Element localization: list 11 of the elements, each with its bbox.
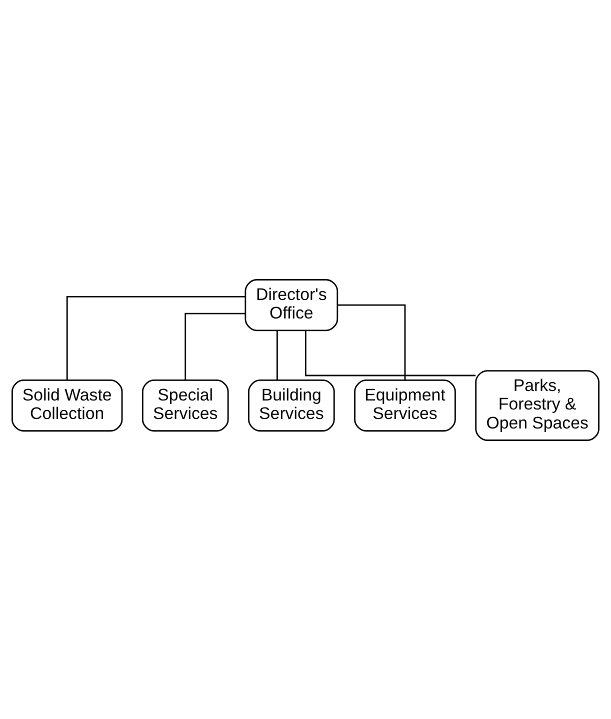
connector bbox=[66, 295, 246, 380]
node-box: Equipment Services bbox=[354, 378, 456, 432]
node-box: Building Services bbox=[248, 378, 335, 432]
node-box: Solid Waste Collection bbox=[12, 378, 123, 432]
node-box: Special Services bbox=[142, 378, 229, 432]
connector bbox=[184, 312, 246, 380]
connector bbox=[338, 304, 406, 380]
node-box: Director's Office bbox=[244, 278, 338, 331]
connector bbox=[304, 330, 476, 376]
connector bbox=[276, 330, 278, 380]
node-box: Parks, Forestry & Open Spaces bbox=[475, 370, 600, 440]
